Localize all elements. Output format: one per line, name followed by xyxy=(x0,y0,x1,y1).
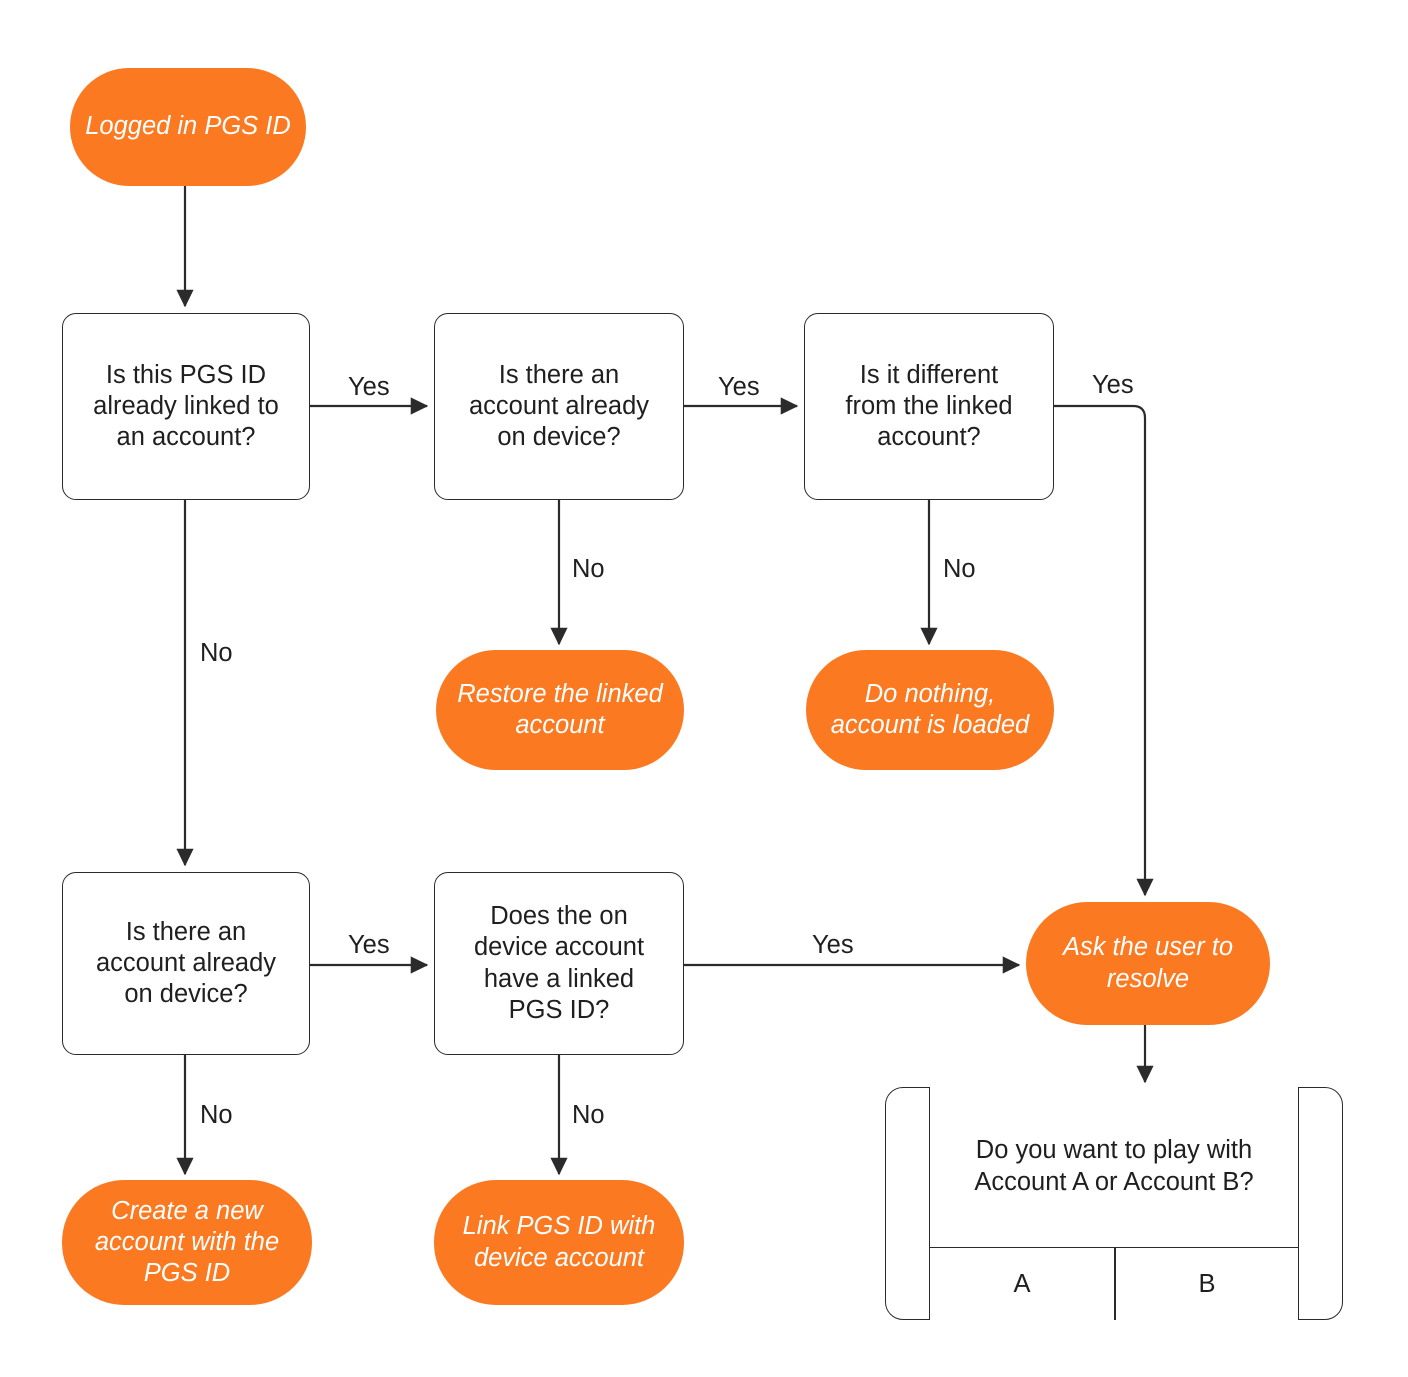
node-terminal-create-new-account-label: Create a new account with the PGS ID xyxy=(94,1196,280,1288)
dialog-button-row: A B xyxy=(930,1248,1298,1320)
node-terminal-link-pgs-device-account-label: Link PGS ID with device account xyxy=(462,1212,656,1272)
node-terminal-ask-user-resolve[interactable]: Ask the user to resolve xyxy=(1026,902,1270,1025)
node-terminal-restore-linked-account[interactable]: Restore the linked account xyxy=(436,650,684,770)
edge-d3-yes-to-ask xyxy=(1054,404,1154,897)
dialog-mockup-screen: Do you want to play with Account A or Ac… xyxy=(929,1087,1299,1320)
node-decision-account-on-device-top[interactable]: Is there an account already on device? xyxy=(434,313,684,500)
node-terminal-restore-linked-account-label: Restore the linked account xyxy=(457,679,663,739)
edge-label-d2-yes: Yes xyxy=(718,373,760,401)
dialog-message-line1: Do you want to play with xyxy=(975,1136,1253,1165)
node-decision-account-on-device-bottom-label: Is there an account already on device? xyxy=(95,917,277,1009)
node-decision-pgs-linked-label: Is this PGS ID already linked to an acco… xyxy=(93,360,279,452)
node-decision-pgs-linked[interactable]: Is this PGS ID already linked to an acco… xyxy=(62,313,310,500)
edge-label-d2-no: No xyxy=(572,555,605,583)
node-terminal-create-new-account[interactable]: Create a new account with the PGS ID xyxy=(62,1180,312,1305)
node-decision-account-on-device-top-label: Is there an account already on device? xyxy=(468,360,650,452)
node-decision-different-from-linked-label: Is it different from the linked account? xyxy=(845,360,1013,452)
node-decision-device-account-linked-pgs[interactable]: Does the on device account have a linked… xyxy=(434,872,684,1055)
node-decision-device-account-linked-pgs-label: Does the on device account have a linked… xyxy=(473,902,645,1024)
node-decision-account-on-device-bottom[interactable]: Is there an account already on device? xyxy=(62,872,310,1055)
edge-label-d5-yes: Yes xyxy=(812,931,854,959)
node-terminal-do-nothing-label: Do nothing, account is loaded xyxy=(830,679,1030,739)
edge-label-d5-no: No xyxy=(572,1101,605,1129)
node-start[interactable]: Logged in PGS ID xyxy=(70,68,306,186)
edge-label-d3-yes: Yes xyxy=(1092,371,1134,399)
node-decision-different-from-linked[interactable]: Is it different from the linked account? xyxy=(804,313,1054,500)
node-terminal-link-pgs-device-account[interactable]: Link PGS ID with device account xyxy=(434,1180,684,1305)
dialog-message: Do you want to play with Account A or Ac… xyxy=(930,1087,1298,1248)
edge-label-d1-yes: Yes xyxy=(348,373,390,401)
dialog-message-line2: Account A or Account B? xyxy=(974,1168,1254,1196)
dialog-button-b[interactable]: B xyxy=(1114,1248,1298,1320)
dialog-button-a[interactable]: A xyxy=(1013,1269,1031,1298)
node-terminal-do-nothing[interactable]: Do nothing, account is loaded xyxy=(806,650,1054,770)
node-terminal-ask-user-resolve-label: Ask the user to resolve xyxy=(1062,933,1234,993)
edge-label-d3-no: No xyxy=(943,555,976,583)
edge-label-d4-yes: Yes xyxy=(348,931,390,959)
node-start-label: Logged in PGS ID xyxy=(85,112,291,141)
edge-label-d4-no: No xyxy=(200,1101,233,1129)
edge-label-d1-no: No xyxy=(200,639,233,667)
